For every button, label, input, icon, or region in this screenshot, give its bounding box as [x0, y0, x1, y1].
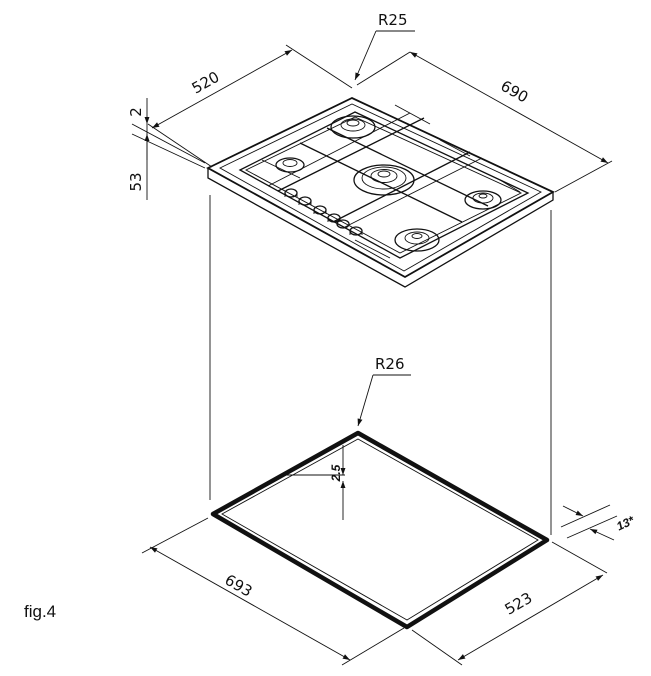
hob-radius-leader: R25: [354, 11, 415, 81]
dimension-hob-height: 2 53: [127, 98, 206, 200]
dimension-seal-offset: 2.5: [285, 445, 346, 520]
hob-thickness-label: 2: [127, 107, 145, 117]
hob-illustration: [206, 97, 555, 288]
hob-width-label: 690: [498, 77, 532, 107]
hob-height-label: 53: [127, 172, 145, 191]
cutout-outline: [210, 430, 550, 630]
hob-outline: [206, 97, 555, 279]
dimension-hob-width: 690: [356, 51, 613, 193]
dimension-clearance: 13*: [560, 504, 638, 541]
seal-offset-label: 2.5: [329, 464, 343, 482]
projection-lines: [209, 195, 552, 535]
burner-front: [394, 228, 440, 252]
cutout-radius-leader: R26: [357, 355, 411, 427]
burner-right: [464, 190, 502, 210]
pan-support-grid: [238, 104, 530, 259]
burner-center-wok: [353, 164, 415, 196]
burner-left: [275, 157, 305, 173]
figure-label: fig.4: [24, 602, 56, 621]
cutout-radius-label: R26: [375, 355, 405, 373]
hob-depth-label: 520: [189, 68, 223, 98]
hob-radius-label: R25: [378, 11, 408, 29]
cutout-depth-label: 523: [502, 589, 536, 619]
burner-rear-center: [330, 115, 376, 139]
clearance-label: 13*: [614, 513, 637, 534]
dimension-cutout-width: 693: [141, 517, 405, 666]
cutout-width-label: 693: [222, 571, 256, 601]
control-knobs: [284, 188, 363, 236]
